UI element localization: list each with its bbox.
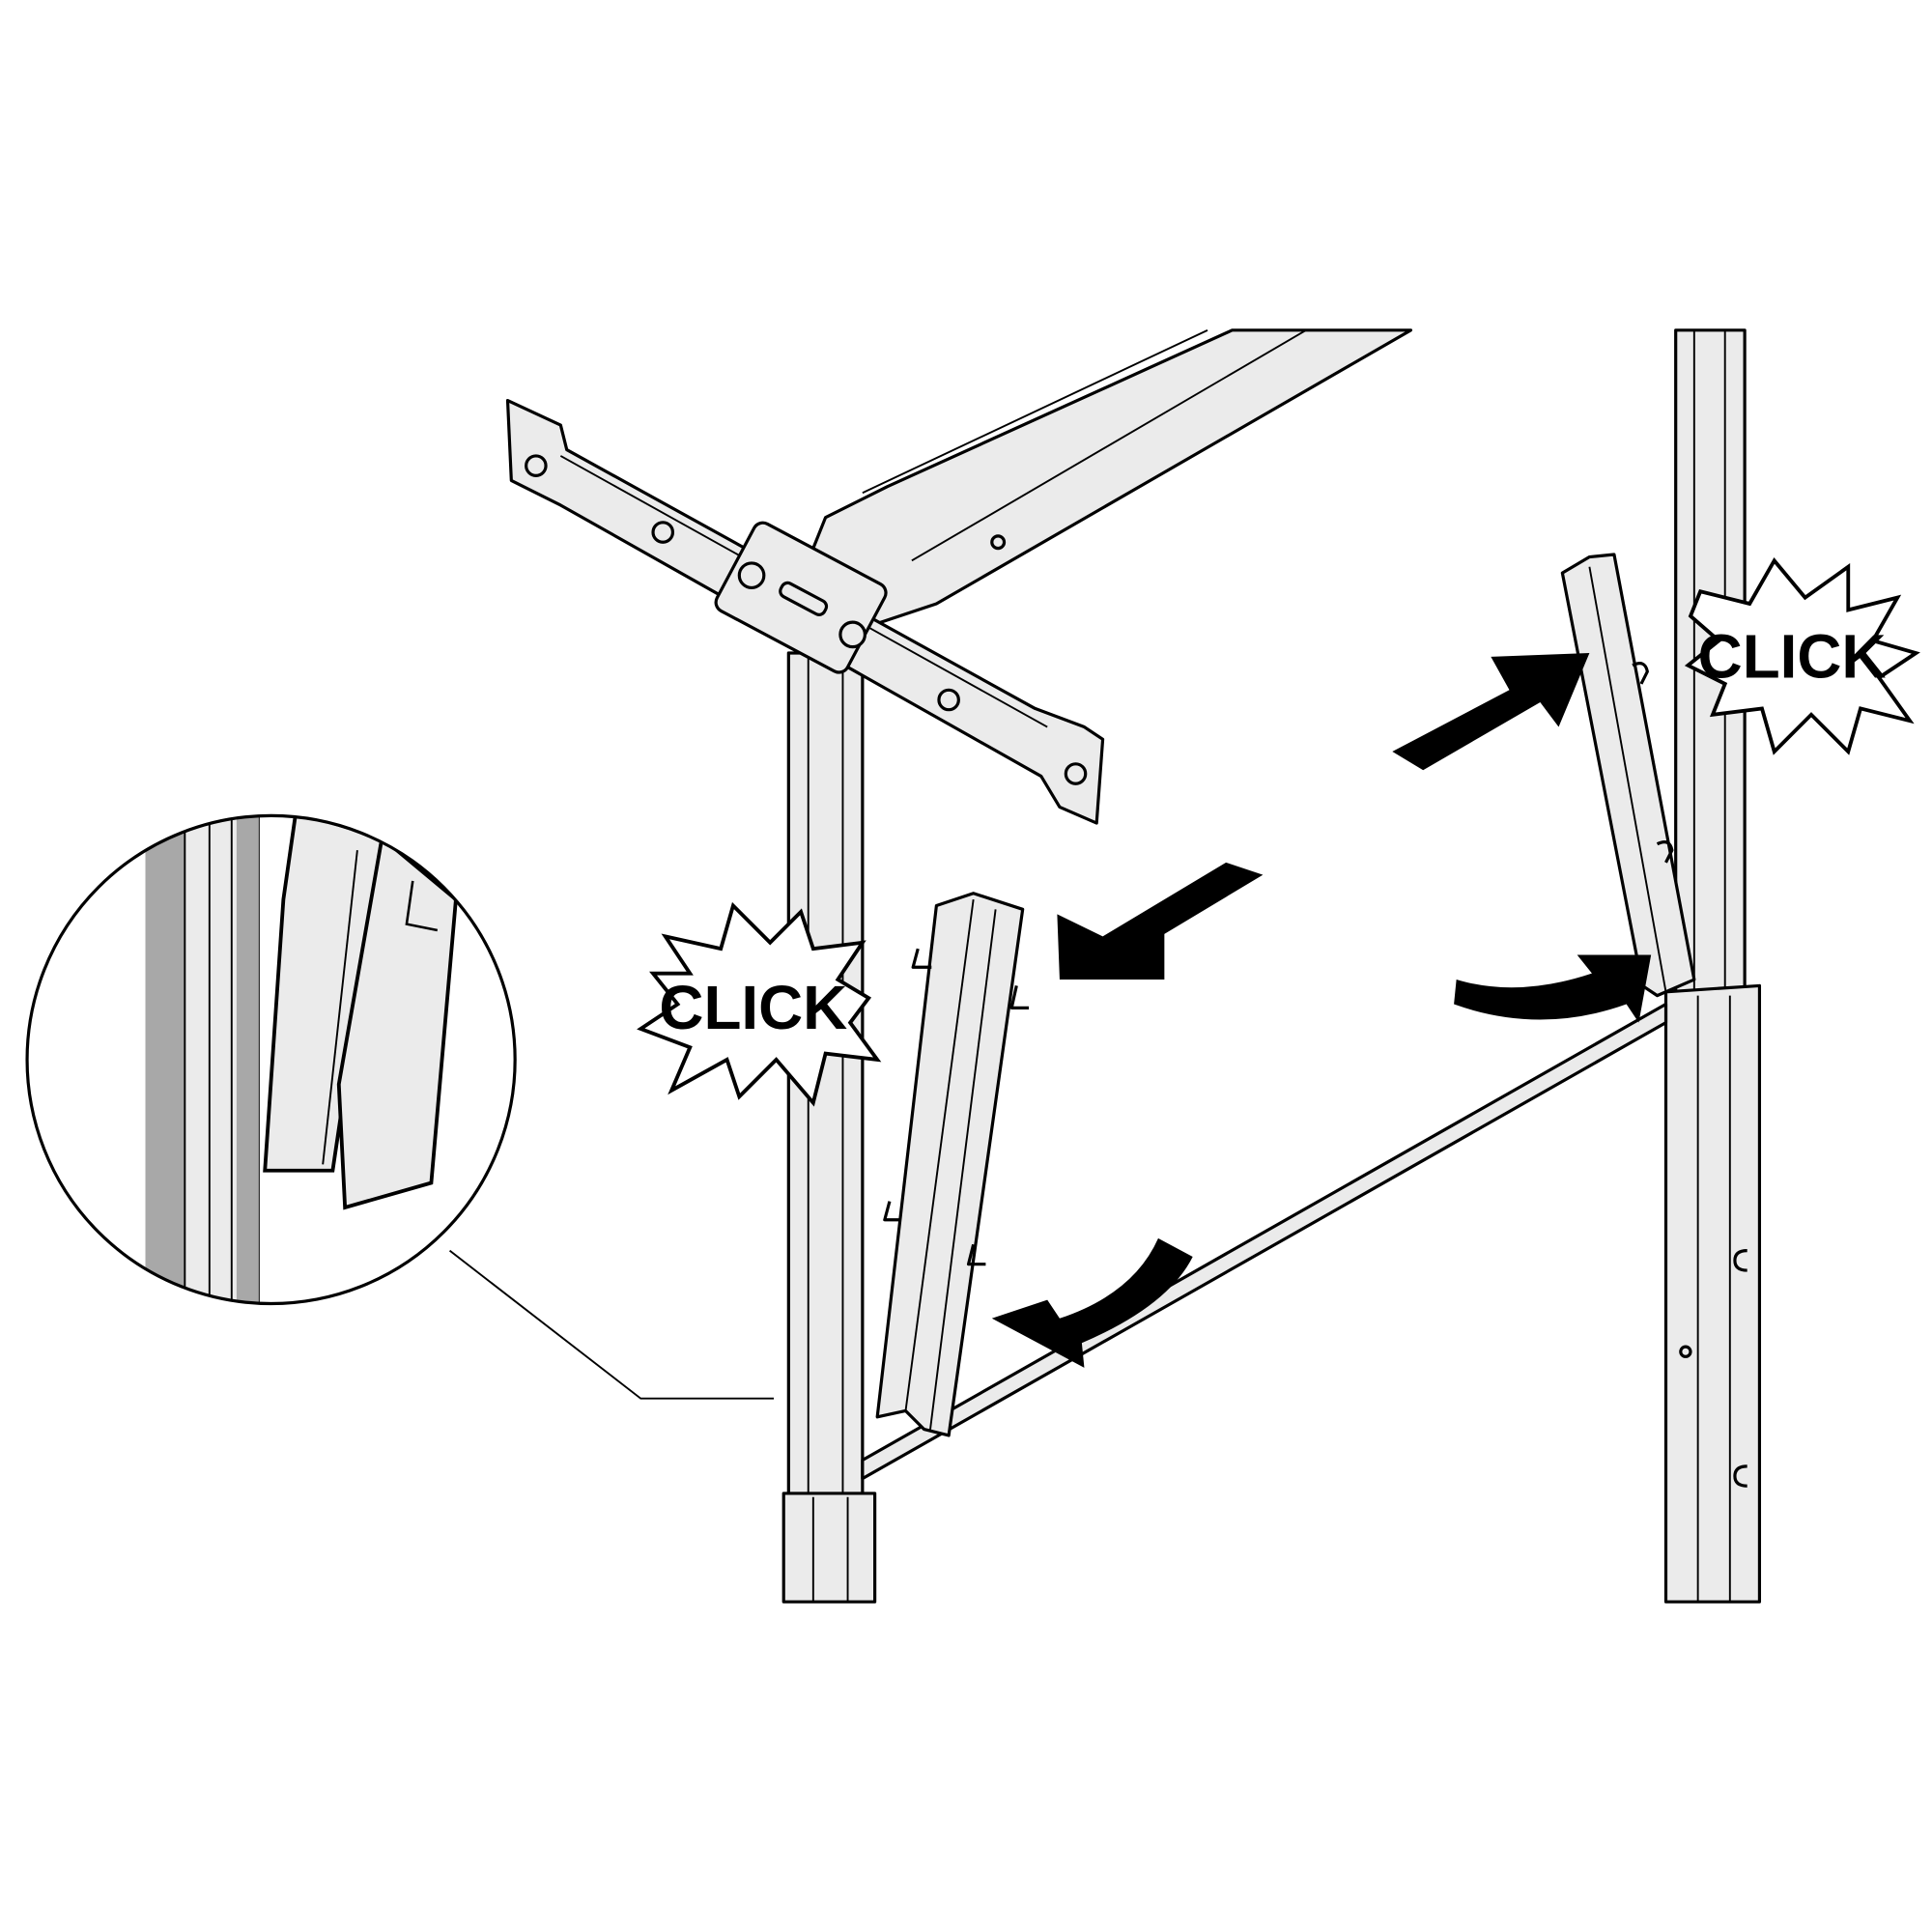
click-callout-right: CLICK <box>1684 557 1920 755</box>
arrow-left-push-icon <box>1057 862 1264 980</box>
click-callout-left: CLICK <box>637 901 882 1107</box>
detail-magnifier <box>25 813 775 1400</box>
arrow-right-push-icon <box>1392 653 1590 771</box>
left-clip-part <box>875 892 1030 1437</box>
arrow-curved-right-icon <box>1454 954 1652 1023</box>
top-bracket <box>505 398 1105 825</box>
right-post <box>1663 328 1762 1604</box>
detail-leader-line <box>448 1249 775 1400</box>
crossbar <box>861 1002 1668 1481</box>
click-label-left: CLICK <box>659 973 847 1042</box>
click-label-right: CLICK <box>1698 622 1887 692</box>
top-frame-beam <box>799 328 1413 631</box>
arrows <box>991 653 1652 1368</box>
arrow-curved-left-icon <box>991 1237 1193 1368</box>
